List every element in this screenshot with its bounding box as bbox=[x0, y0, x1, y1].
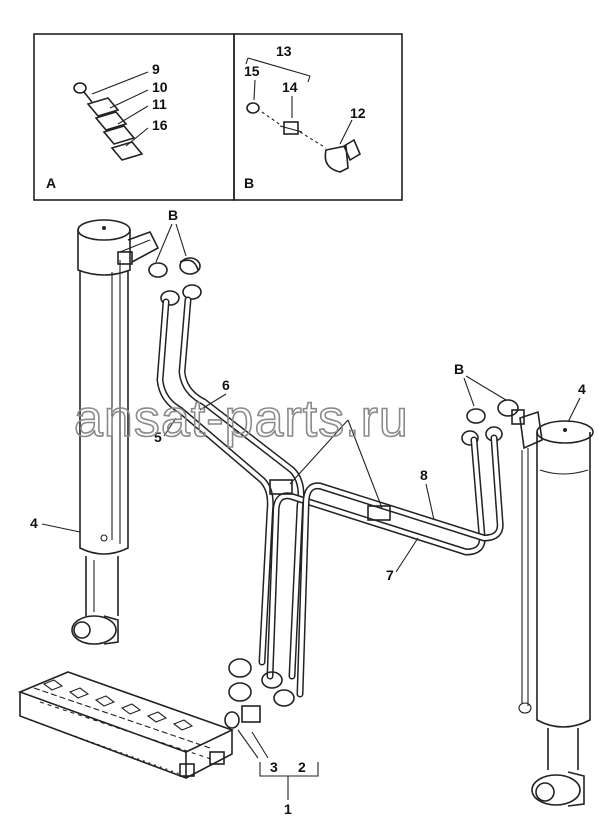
callout-4-right: 4 bbox=[578, 381, 586, 397]
hydraulic-lines bbox=[156, 296, 504, 698]
right-cylinder bbox=[518, 410, 594, 807]
callout-b-left: B bbox=[168, 207, 178, 223]
fittings-left-top bbox=[117, 251, 202, 306]
callout-1: 1 bbox=[284, 801, 292, 817]
inset-panel-b: 13 15 14 12 B bbox=[233, 33, 403, 201]
watermark-text: ansat-parts.ru bbox=[74, 390, 409, 448]
callout-7: 7 bbox=[386, 567, 394, 583]
callout-8: 8 bbox=[420, 467, 428, 483]
inset-panel-a: 9 10 11 16 A bbox=[33, 33, 235, 201]
callout-3: 3 bbox=[270, 759, 278, 775]
left-cylinder bbox=[71, 219, 160, 645]
callout-4-left: 4 bbox=[30, 515, 38, 531]
inset-a-label-11: 11 bbox=[152, 96, 167, 112]
inset-a-label-10: 10 bbox=[152, 79, 168, 95]
callout-b-right: B bbox=[454, 361, 464, 377]
inset-b-label-14: 14 bbox=[282, 79, 298, 95]
inset-a-tag: A bbox=[46, 175, 56, 191]
callout-5: 5 bbox=[154, 429, 162, 445]
callouts: B B 4 4 6 5 8 7 3 2 1 bbox=[30, 207, 586, 817]
inset-a-label-16: 16 bbox=[152, 117, 168, 133]
inset-b-label-12: 12 bbox=[350, 105, 366, 121]
callout-2: 2 bbox=[298, 759, 306, 775]
inset-b-label-15: 15 bbox=[244, 63, 260, 79]
callout-6: 6 bbox=[222, 377, 230, 393]
inset-b-label-13: 13 bbox=[276, 43, 292, 59]
inset-a-label-9: 9 bbox=[152, 61, 160, 77]
control-valve bbox=[17, 671, 235, 780]
inset-b-tag: B bbox=[244, 175, 254, 191]
lower-fittings bbox=[224, 658, 295, 729]
